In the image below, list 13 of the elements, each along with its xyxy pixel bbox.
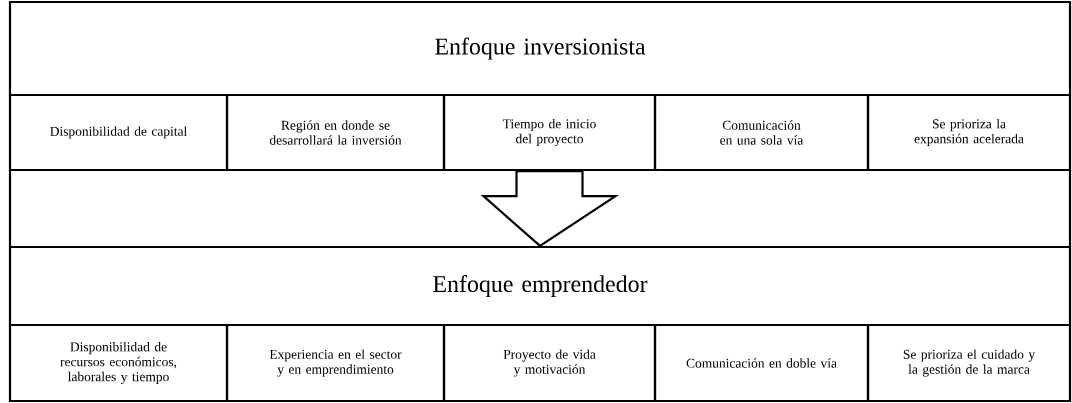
table-cell: Proyecto de vida y motivación: [442, 323, 657, 403]
table-cell: Experiencia en el sector y en emprendimiento: [225, 323, 446, 403]
table-cell: Tiempo de inicio del proyecto: [442, 93, 657, 172]
table-cell: Disponibilidad de recursos económicos, laborales y tiempo: [8, 323, 229, 403]
table-cell: Comunicación en doble vía: [653, 323, 870, 403]
table-cell: Se prioriza el cuidado y la gestión de la marca: [866, 323, 1072, 403]
table-cell: Disponibilidad de capital: [8, 93, 229, 172]
table-cell: Se prioriza la expansión acelerada: [866, 93, 1072, 172]
heading-box: Enfoque emprendedor: [8, 245, 1072, 327]
block-arrow: [480, 170, 620, 248]
table-cell: Región en donde se desarrollará la inversión: [225, 93, 446, 172]
table-cell: Comunicación en una sola vía: [653, 93, 870, 172]
heading-box: Enfoque inversionista: [8, 0, 1072, 97]
